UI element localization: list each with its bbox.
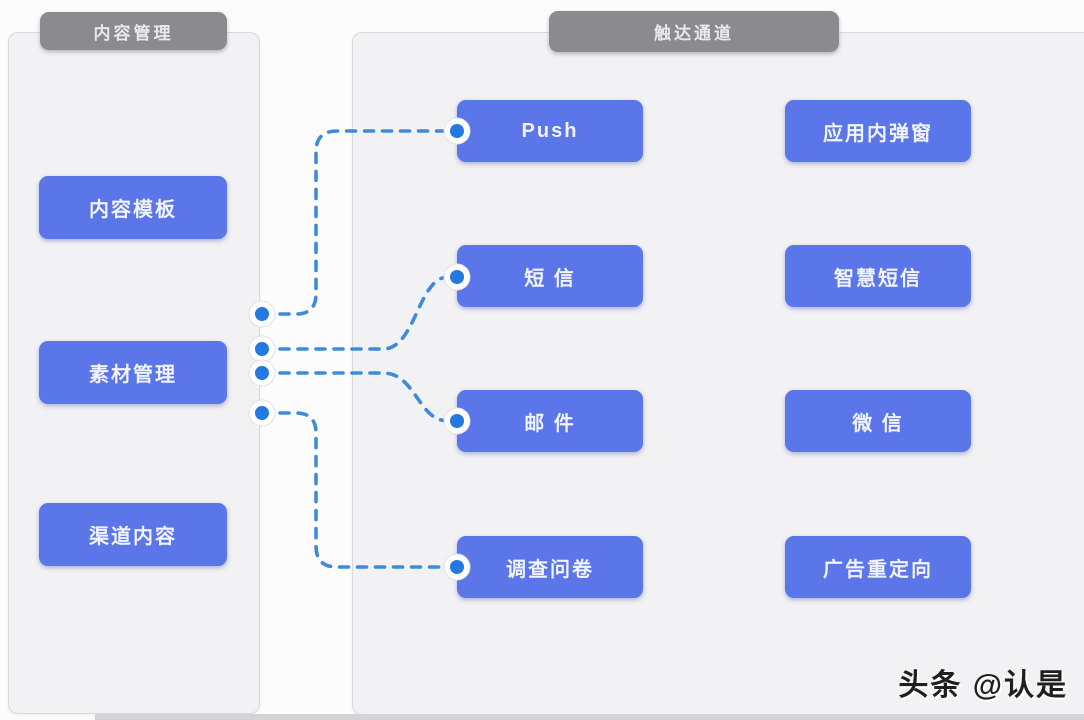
node-label: 调查问卷 <box>506 558 594 581</box>
node-label: Push <box>521 119 579 142</box>
content-management-title: 内容管理 <box>93 23 174 43</box>
reach-channels-title: 触达通道 <box>654 24 734 43</box>
node-label: 短 信 <box>524 267 576 290</box>
watermark: 头条 @认是 <box>898 669 1068 702</box>
node-label: 广告重定向 <box>823 558 933 581</box>
node-survey[interactable]: 调查问卷 <box>457 536 643 598</box>
node-ad-retargeting[interactable]: 广告重定向 <box>785 536 971 598</box>
node-push[interactable]: Push <box>457 100 643 162</box>
node-smart-sms[interactable]: 智慧短信 <box>785 245 971 307</box>
node-channel-content[interactable]: 渠道内容 <box>39 503 227 566</box>
node-sms[interactable]: 短 信 <box>457 245 643 307</box>
bottom-edge-strip <box>95 714 1084 720</box>
node-label: 素材管理 <box>89 364 177 386</box>
content-management-header: 内容管理 <box>40 12 227 50</box>
node-label: 微 信 <box>852 412 904 435</box>
node-email[interactable]: 邮 件 <box>457 390 643 452</box>
node-label: 应用内弹窗 <box>823 122 933 145</box>
node-content-template[interactable]: 内容模板 <box>39 176 227 239</box>
node-label: 渠道内容 <box>89 526 177 548</box>
node-wechat[interactable]: 微 信 <box>785 390 971 452</box>
node-label: 内容模板 <box>89 199 177 221</box>
node-in-app-popup[interactable]: 应用内弹窗 <box>785 100 971 162</box>
reach-channels-header: 触达通道 <box>549 11 839 52</box>
node-label: 智慧短信 <box>834 267 922 290</box>
node-label: 邮 件 <box>524 412 576 435</box>
node-material-management[interactable]: 素材管理 <box>39 341 227 404</box>
